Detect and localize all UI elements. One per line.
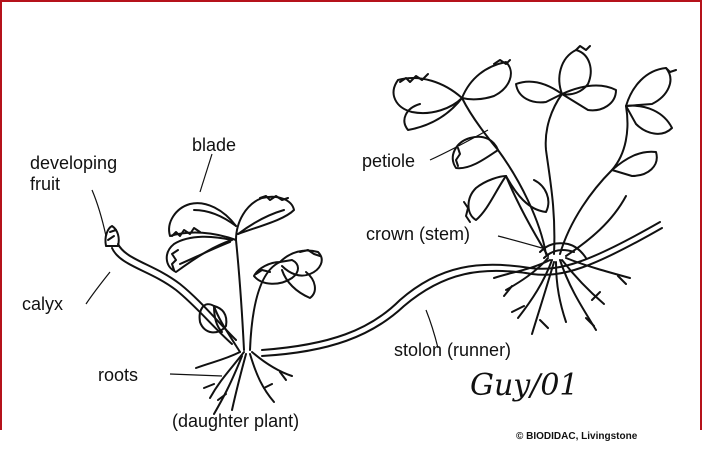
label-petiole: petiole (362, 151, 415, 171)
daughter-plant (167, 196, 322, 414)
label-blade: blade (192, 135, 236, 155)
fruit-stalk (112, 248, 232, 344)
copyright-credit: © BIODIDAC, Livingstone (516, 431, 637, 442)
artist-signature: Guy/01 (470, 368, 579, 403)
label-stolon: stolon (runner) (394, 340, 511, 360)
label-calyx: calyx (22, 294, 63, 314)
label-daughter-plant: (daughter plant) (172, 411, 299, 431)
calyx-shape (105, 226, 118, 246)
label-crown: crown (stem) (366, 224, 470, 244)
label-developing: developing (30, 153, 117, 173)
leader-crown (498, 236, 542, 248)
mother-plant (394, 46, 676, 334)
label-fruit: fruit (30, 174, 60, 194)
leader-blade (200, 154, 212, 192)
leader-roots (170, 374, 222, 376)
label-roots: roots (98, 365, 138, 385)
leader-calyx (86, 272, 110, 304)
leader-developing-fruit (92, 190, 106, 236)
